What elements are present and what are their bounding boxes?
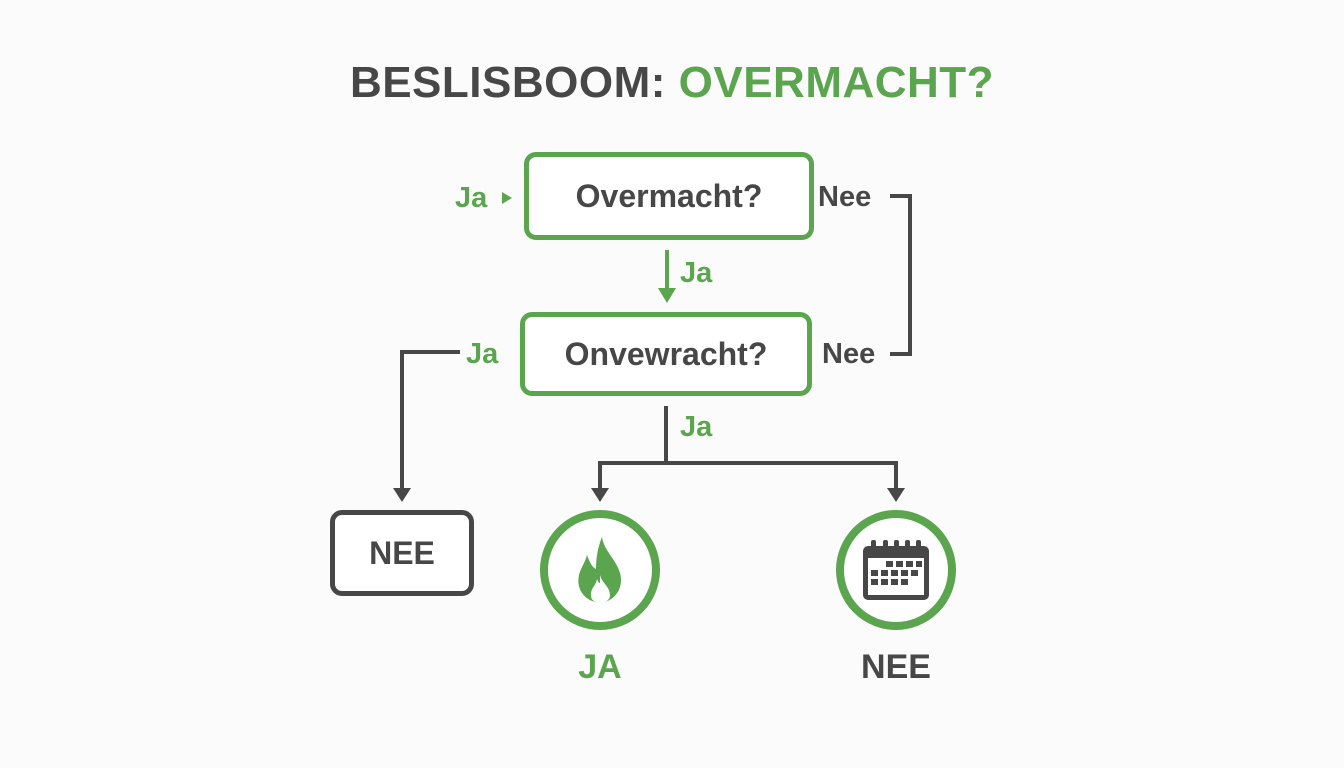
result-nee-box-label: NEE [369,534,435,571]
result-nee-box: NEE [330,510,474,596]
question-onvewracht: Onvewracht? [520,312,812,396]
result-calendar-label: NEE [861,648,931,686]
result-calendar-circle [836,510,956,630]
title-part-1: BESLISBOOM: [349,58,666,107]
fire-icon [578,537,622,603]
q1-yes-label: Ja [680,257,713,289]
result-fire-circle [540,510,660,630]
title-part-2: OVERMACHT? [678,58,995,107]
q2-yes-left-label: Ja [466,338,499,370]
q2-yes-down-label: Ja [680,411,713,443]
q1-no-label: Nee [818,181,872,213]
question-onvewracht-label: Onvewracht? [564,335,768,372]
result-fire-label: JA [578,648,622,686]
q2-no-label: Nee [822,338,876,370]
question-overmacht-label: Overmacht? [575,177,763,214]
page-title: BESLISBOOM: OVERMACHT? [0,58,1344,108]
calendar-icon [863,540,929,600]
q1-incoming-yes-label: Ja [455,182,488,214]
question-overmacht: Overmacht? [524,152,814,240]
